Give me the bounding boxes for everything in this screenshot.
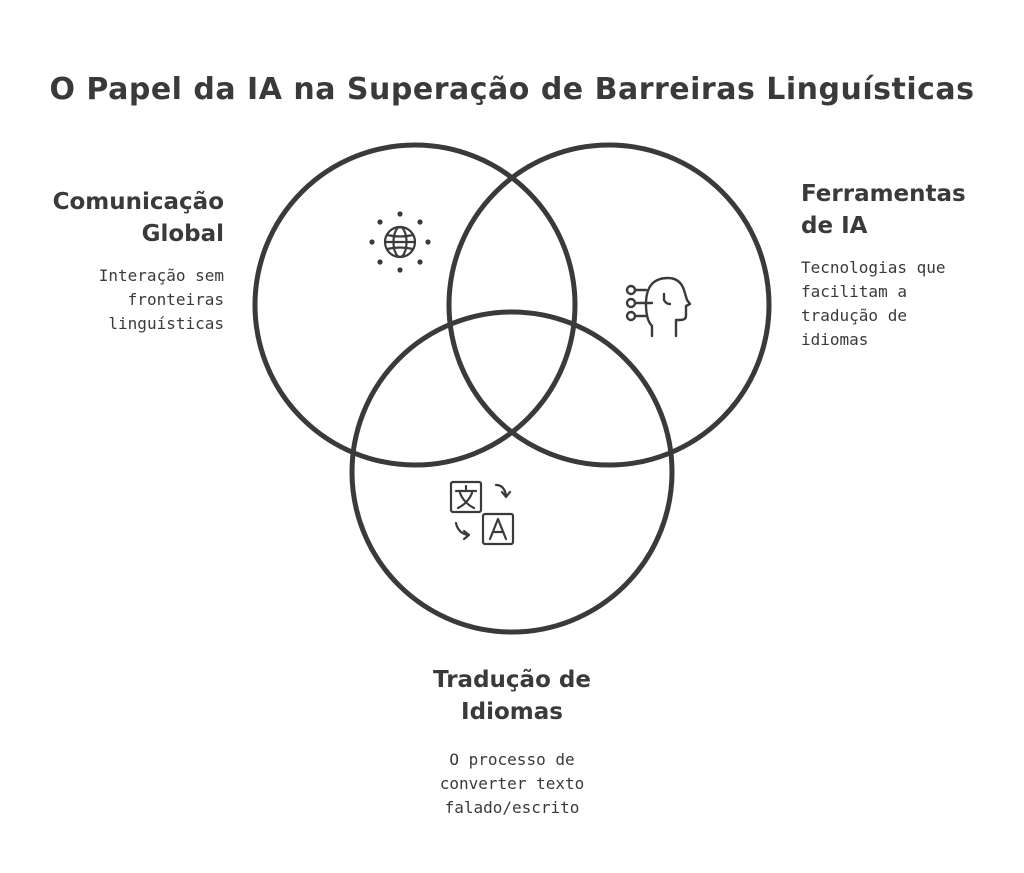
set-tools-heading: Ferramentas de IA — [801, 178, 1011, 242]
set-translation-label: Tradução de Idiomas O processo de conver… — [362, 664, 662, 820]
set-translation-heading: Tradução de Idiomas — [362, 664, 662, 728]
set-global-heading: Comunicação Global — [0, 186, 224, 250]
translate-icon — [449, 480, 515, 546]
set-tools-description-line: idiomas — [801, 330, 869, 349]
set-translation-description-line: converter texto — [439, 774, 585, 793]
set-tools-heading-line: Ferramentas — [801, 181, 966, 207]
set-tools-description: Tecnologias que facilitam a tradução de … — [801, 256, 1011, 352]
set-global-description: Interação sem fronteiras linguísticas — [0, 264, 224, 336]
set-tools-label: Ferramentas de IA Tecnologias que facili… — [801, 178, 1011, 352]
set-translation-heading-line: Idiomas — [461, 699, 563, 725]
set-translation-description-line: falado/escrito — [444, 798, 580, 817]
set-global-label: Comunicação Global Interação sem frontei… — [0, 186, 224, 336]
set-translation-heading-line: Tradução de — [433, 667, 591, 693]
set-translation-description: O processo de converter texto falado/esc… — [362, 748, 662, 820]
set-global-description-line: fronteiras — [127, 290, 224, 309]
set-global-heading-line: Comunicação — [52, 189, 224, 215]
diagram-title: O Papel da IA na Superação de Barreiras … — [49, 72, 975, 107]
set-tools-description-line: Tecnologias que — [801, 258, 946, 277]
circle-global — [252, 142, 578, 468]
set-global-heading-line: Global — [141, 221, 224, 247]
set-global-description-line: linguísticas — [108, 314, 224, 333]
circle-translation — [349, 309, 675, 635]
set-tools-description-line: tradução de — [801, 306, 907, 325]
set-translation-description-line: O processo de — [449, 750, 575, 769]
ai-head-icon — [625, 276, 692, 338]
set-tools-description-line: facilitam a — [801, 282, 907, 301]
set-tools-heading-line: de IA — [801, 213, 868, 239]
globe-icon — [369, 211, 431, 273]
circle-tools — [446, 142, 772, 468]
set-global-description-line: Interação sem — [98, 266, 224, 285]
